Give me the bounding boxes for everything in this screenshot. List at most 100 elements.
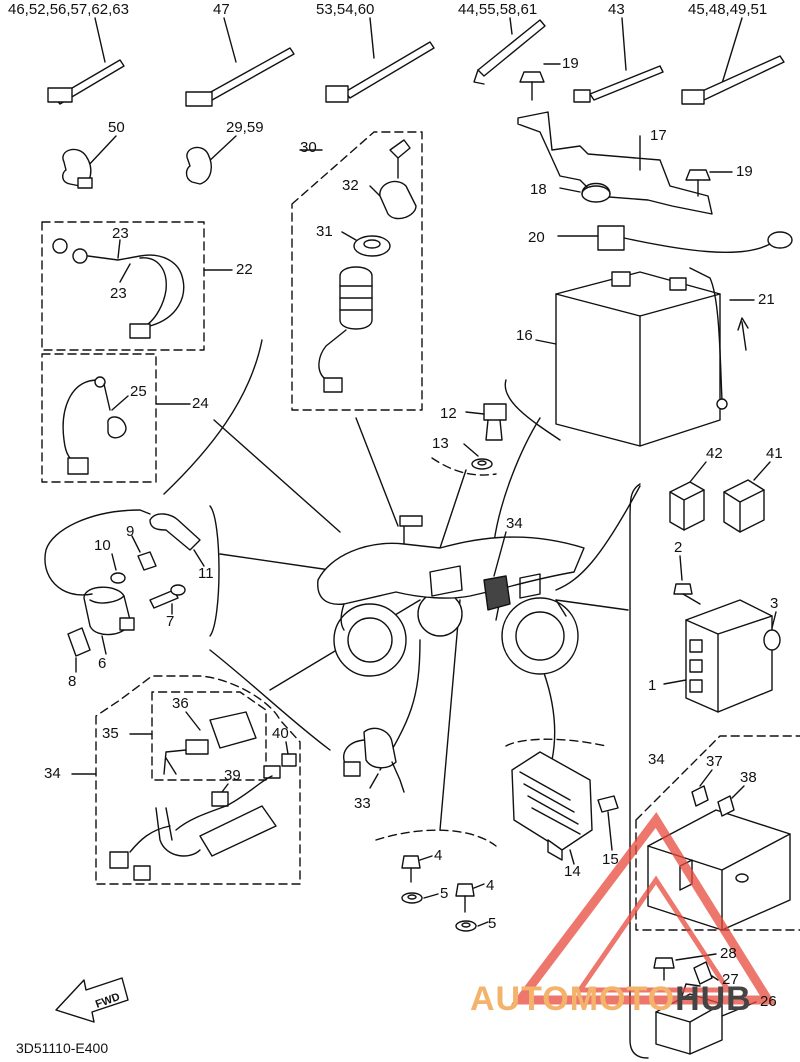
right-panel-bracket (629, 483, 649, 1059)
coil-group-box (209, 505, 220, 637)
battery-16 (535, 271, 721, 447)
callout-53: 53,54,60 (316, 1, 375, 18)
cap-18 (559, 182, 611, 203)
callout-25: 25 (130, 383, 147, 400)
callout-31: 31 (316, 223, 333, 240)
callout-19b: 19 (736, 163, 753, 180)
fuse-holder-36 (163, 711, 257, 775)
callout-34c: 34 (648, 751, 665, 768)
key-32 (369, 139, 417, 220)
callout-10: 10 (94, 537, 111, 554)
bolt-7 (149, 584, 186, 615)
watermark-right: HUB (675, 980, 752, 1018)
atv-vehicle (317, 515, 585, 677)
fuse-38 (717, 785, 745, 817)
callout-30: 30 (300, 139, 317, 156)
callout-47: 47 (213, 1, 230, 18)
ignition-coil-6 (44, 509, 151, 655)
cable-tie-47 (185, 17, 295, 107)
callout-13: 13 (432, 435, 449, 452)
callout-42: 42 (706, 445, 723, 462)
callout-36: 36 (172, 695, 189, 712)
cable-tie-45 (681, 17, 785, 105)
callout-28: 28 (720, 945, 737, 962)
callout-40: 40 (272, 725, 289, 742)
fuse-box (647, 809, 791, 931)
callout-37: 37 (706, 753, 723, 770)
cdi-unit-1 (663, 599, 773, 713)
fuse-37 (691, 769, 713, 807)
coupler-39 (211, 783, 229, 807)
callout-5a: 5 (440, 885, 449, 902)
clamp-50 (62, 135, 117, 189)
clamp-29 (185, 135, 237, 185)
callout-27: 27 (722, 971, 739, 988)
cable-tie-46 (47, 17, 125, 105)
subassy-box-34-left (71, 675, 301, 885)
callout-41: 41 (766, 445, 783, 462)
callout-22: 22 (236, 261, 253, 278)
callout-7: 7 (166, 613, 175, 630)
watermark-text: AUTOMOTOHUB (470, 980, 752, 1019)
relay-42 (669, 461, 707, 531)
callout-19a: 19 (562, 55, 579, 72)
switch-body-31 (318, 266, 373, 393)
callout-26: 26 (760, 993, 777, 1010)
callout-12: 12 (440, 405, 457, 422)
cable-tie-44 (473, 17, 546, 85)
callout-33: 33 (354, 795, 371, 812)
bolt-19b (685, 169, 733, 197)
cover-20 (557, 225, 793, 253)
callout-4a: 4 (434, 847, 443, 864)
bolt-15 (597, 795, 619, 851)
callout-3: 3 (770, 595, 779, 612)
bolt-9 (131, 535, 157, 571)
washer-13 (431, 443, 497, 476)
callout-21: 21 (758, 291, 775, 308)
fwd-arrow (55, 977, 129, 1023)
cable-tie-53 (325, 17, 435, 103)
callout-9: 9 (126, 523, 135, 540)
bolt-group-4-5 (375, 829, 497, 932)
cable-tie-43 (573, 17, 664, 103)
bolt-19a (519, 63, 561, 101)
callout-15: 15 (602, 851, 619, 868)
callout-4b: 4 (486, 877, 495, 894)
rectifier-14 (505, 738, 607, 865)
callout-34b: 34 (44, 765, 61, 782)
harness-23 (52, 238, 185, 339)
callout-17: 17 (650, 127, 667, 144)
callout-14: 14 (564, 863, 581, 880)
callout-46: 46,52,56,57,62,63 (8, 1, 129, 18)
callout-29: 29,59 (226, 119, 264, 136)
callout-2: 2 (674, 539, 683, 556)
subassy-box-30 (291, 131, 423, 411)
callout-11: 11 (198, 565, 214, 582)
subassy-box-34-right (635, 735, 800, 931)
plug-cap-11 (149, 513, 205, 567)
callout-23b: 23 (110, 285, 127, 302)
callout-16: 16 (516, 327, 533, 344)
connector-40 (263, 741, 297, 779)
callout-35: 35 (102, 725, 119, 742)
callout-50: 50 (108, 119, 125, 136)
callout-44: 44,55,58,61 (458, 1, 538, 18)
sensor-25 (62, 376, 129, 475)
watermark-logo (510, 812, 777, 1005)
callout-6: 6 (98, 655, 107, 672)
sleeve-8 (67, 627, 91, 673)
harness-34 (109, 775, 277, 881)
callout-8: 8 (68, 673, 77, 690)
nut-31 (341, 231, 391, 257)
bolt-28 (653, 953, 717, 981)
callout-5b: 5 (488, 915, 497, 932)
bracket-17 (517, 111, 713, 215)
battery-cable-21 (689, 267, 755, 410)
callout-23a: 23 (112, 225, 129, 242)
subassy-box-24 (41, 353, 191, 483)
watermark-left: AUTOMOTO (470, 980, 676, 1018)
sensor-33 (343, 727, 405, 793)
callout-39: 39 (224, 767, 241, 784)
relay-41 (723, 461, 771, 533)
